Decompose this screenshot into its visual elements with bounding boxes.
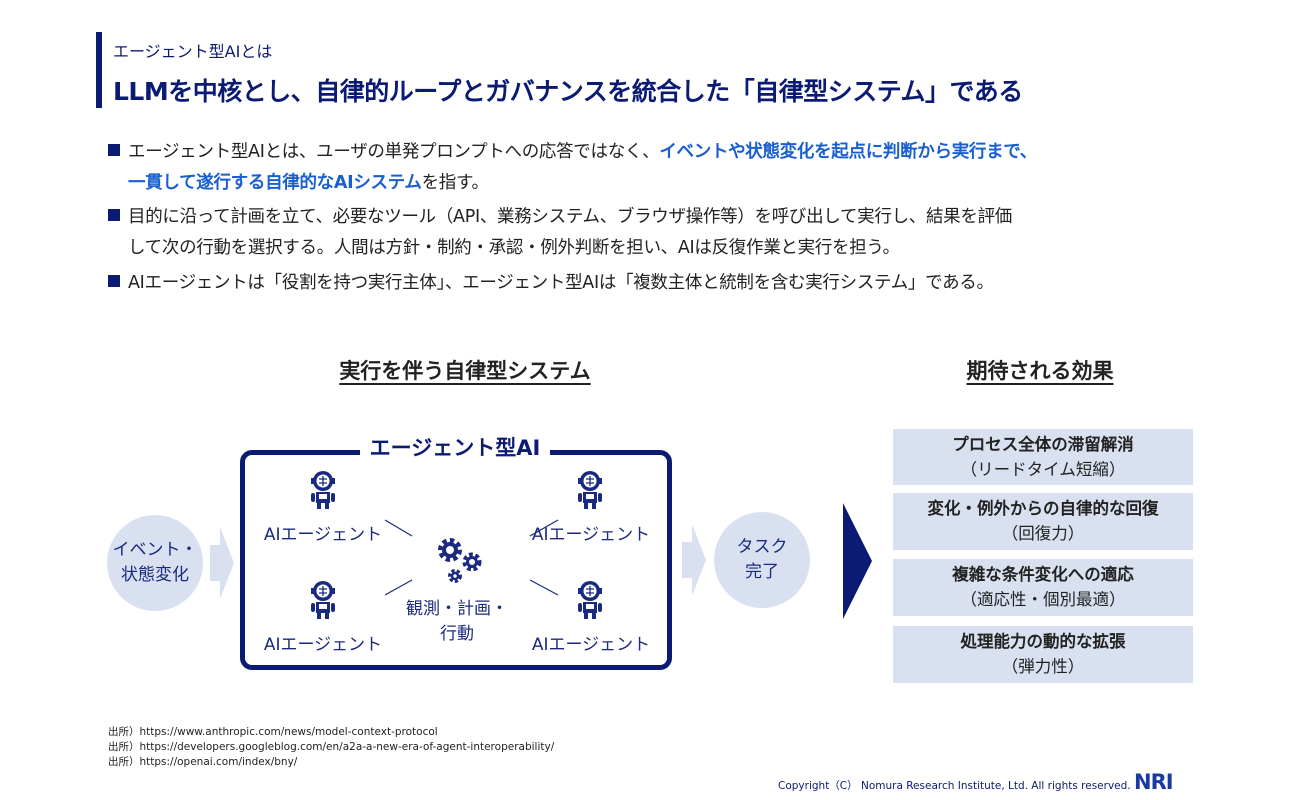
effect-sub: （弾力性） — [1001, 657, 1085, 676]
connector-line — [384, 579, 413, 596]
copyright: Copyright（C） Nomura Research Institute, … — [778, 780, 1131, 792]
agent-label: AIエージェント — [531, 635, 651, 655]
connector-line — [384, 519, 413, 537]
bullet-text: 目的に沿って計画を立て、必要なツール（API、業務システム、ブラウザ操作等）を呼… — [128, 207, 1012, 227]
input-text: イベント・ — [112, 540, 198, 560]
effect-title: 複雑な条件変化への適応 — [952, 565, 1134, 584]
agent-label: AIエージェント — [531, 525, 651, 545]
effect-sub: （リードタイム短縮） — [960, 460, 1126, 479]
source-note: 出所）https://openai.com/index/bny/ — [108, 756, 298, 768]
bullet-1: エージェント型AIとは、ユーザの単発プロンプトへの応答ではなく、イベントや状態変… — [108, 137, 1188, 199]
center-text: 観測・計画・ — [406, 599, 508, 619]
agentic-ai-label: エージェント型AI — [360, 432, 550, 462]
slide-title: LLMを中核とし、自律的ループとガバナンスを統合した「自律型システム」である — [113, 77, 1023, 106]
effect-sub: （回復力） — [1001, 524, 1085, 543]
center-text: 行動 — [440, 624, 474, 644]
effect-item: プロセス全体の滞留解消 （リードタイム短縮） — [893, 429, 1193, 485]
bullet-3: AIエージェントは「役割を持つ実行主体」、エージェント型AIは「複数主体と統制を… — [108, 268, 1188, 299]
connector-line — [529, 579, 559, 596]
effect-title: プロセス全体の滞留解消 — [952, 435, 1134, 454]
output-text: 完了 — [745, 562, 779, 582]
bullet-2: 目的に沿って計画を立て、必要なツール（API、業務システム、ブラウザ操作等）を呼… — [108, 202, 1188, 264]
arrow-out-icon — [682, 524, 706, 596]
robot-icon — [310, 580, 336, 620]
output-circle: タスク完了 — [714, 512, 810, 608]
robot-icon — [310, 470, 336, 510]
effect-title: 変化・例外からの自律的な回復 — [927, 499, 1159, 518]
source-note: 出所）https://developers.googleblog.com/en/… — [108, 741, 555, 753]
bullet-text: AIエージェントは「役割を持つ実行主体」、エージェント型AIは「複数主体と統制を… — [128, 273, 994, 293]
bullet-square-icon — [108, 144, 120, 156]
effect-item: 処理能力の動的な拡張 （弾力性） — [893, 626, 1193, 683]
robot-icon — [577, 580, 603, 620]
effect-item: 複雑な条件変化への適応 （適応性・個別最適） — [893, 559, 1193, 616]
big-arrow-icon — [843, 503, 872, 619]
effects-heading: 期待される効果 — [966, 359, 1114, 383]
bullet-square-icon — [108, 209, 120, 221]
agent-label: AIエージェント — [263, 635, 383, 655]
bullet-highlight: 一貫して遂行する自律的なAIシステム — [128, 173, 422, 193]
nri-logo: NRI — [1134, 770, 1174, 794]
bullet-highlight: イベントや状態変化を起点に判断から実行まで、 — [659, 142, 1038, 162]
effect-sub: （適応性・個別最適） — [960, 590, 1126, 609]
connector-lines — [384, 519, 559, 596]
source-note: 出所）https://www.anthropic.com/news/model-… — [108, 726, 438, 738]
input-circle: イベント・状態変化 — [107, 515, 203, 611]
output-text: タスク — [736, 537, 788, 557]
bullet-text: を指す。 — [421, 173, 489, 193]
diagram-heading: 実行を伴う自律型システム — [339, 359, 591, 383]
bullet-text: エージェント型AIとは、ユーザの単発プロンプトへの応答ではなく、 — [128, 142, 660, 162]
bullet-text: して次の行動を選択する。人間は方針・制約・承認・例外判断を担い、AIは反復作業と… — [128, 238, 900, 258]
bullet-square-icon — [108, 275, 120, 287]
center-process-label: 観測・計画・ 行動 — [392, 597, 522, 647]
title-accent-bar — [96, 32, 102, 108]
agent-label: AIエージェント — [263, 525, 383, 545]
connector-line — [529, 519, 559, 537]
arrow-in-icon — [210, 527, 234, 599]
effect-item: 変化・例外からの自律的な回復 （回復力） — [893, 493, 1193, 550]
input-text: 状態変化 — [121, 565, 189, 585]
slide-subtitle: エージェント型AIとは — [113, 42, 273, 61]
robot-icon — [577, 470, 603, 510]
effect-title: 処理能力の動的な拡張 — [960, 632, 1126, 651]
gears-icon — [438, 538, 482, 583]
